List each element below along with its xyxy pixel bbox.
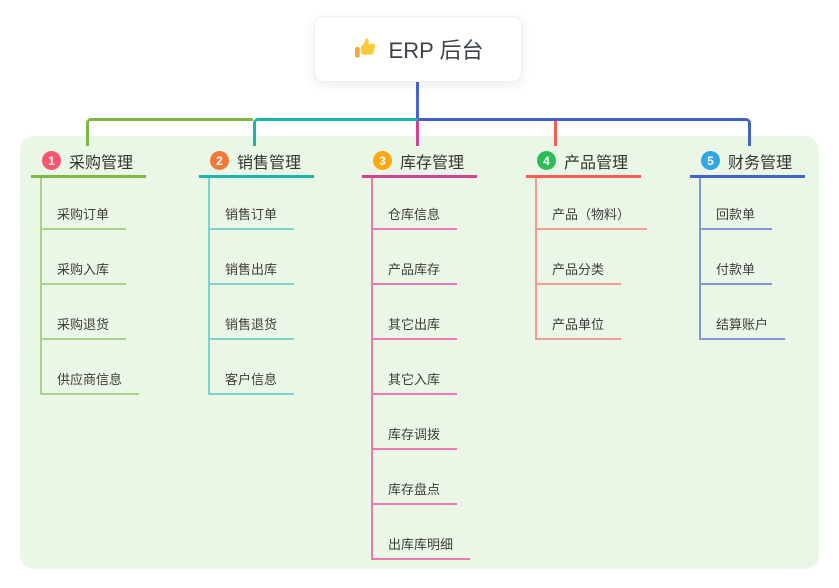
branch-node-product[interactable]: 4 产品管理	[526, 146, 641, 178]
leaf-other-inbound[interactable]: 其它入库	[373, 340, 458, 395]
branch-children: 采购订单 采购入库 采购退货 供应商信息	[40, 178, 191, 395]
branch-title-label: 财务管理	[728, 154, 793, 172]
branch-product: 4 产品管理 产品（物料） 产品分类 产品单位	[526, 146, 686, 340]
leaf-purchase-return[interactable]: 采购退货	[42, 285, 127, 340]
branch-title-label: 销售管理	[237, 154, 302, 172]
leaf-product-material[interactable]: 产品（物料）	[537, 178, 648, 230]
connector-root-stem	[416, 82, 419, 119]
leaf-other-outbound[interactable]: 其它出库	[373, 285, 458, 340]
connector-drop-inventory	[416, 121, 419, 146]
branch-number-badge: 2	[210, 151, 229, 170]
branch-number-badge: 4	[537, 151, 556, 170]
branch-title-label: 产品管理	[564, 154, 629, 172]
branch-node-sales[interactable]: 2 销售管理	[199, 146, 314, 178]
branch-number-badge: 1	[42, 151, 61, 170]
branch-node-inventory[interactable]: 3 库存管理	[362, 146, 477, 178]
branch-number-badge: 3	[373, 151, 392, 170]
branch-children: 回款单 付款单 结算账户	[699, 178, 839, 340]
leaf-stock-transfer[interactable]: 库存调拨	[373, 395, 458, 450]
leaf-sales-outbound[interactable]: 销售出库	[210, 230, 295, 285]
branch-inventory: 3 库存管理 仓库信息 产品库存 其它出库 其它入库 库存调拨 库存盘点 出库库…	[362, 146, 522, 560]
connector-rail-sales	[253, 118, 418, 146]
leaf-customer-info[interactable]: 客户信息	[210, 340, 295, 395]
branch-title-label: 库存管理	[400, 154, 465, 172]
root-title: ERP 后台	[388, 38, 484, 63]
branch-children: 销售订单 销售出库 销售退货 客户信息	[208, 178, 359, 395]
leaf-supplier-info[interactable]: 供应商信息	[42, 340, 140, 395]
branch-number-badge: 5	[701, 151, 720, 170]
leaf-product-category[interactable]: 产品分类	[537, 230, 622, 285]
leaf-purchase-inbound[interactable]: 采购入库	[42, 230, 127, 285]
branch-node-finance[interactable]: 5 财务管理	[690, 146, 805, 178]
connector-rail-procurement	[86, 118, 253, 146]
leaf-settlement-account[interactable]: 结算账户	[701, 285, 786, 340]
branch-sales: 2 销售管理 销售订单 销售出库 销售退货 客户信息	[199, 146, 359, 395]
leaf-outbound-detail[interactable]: 出库库明细	[373, 505, 471, 560]
mindmap-canvas	[20, 136, 819, 569]
leaf-sales-return[interactable]: 销售退货	[210, 285, 295, 340]
leaf-warehouse-info[interactable]: 仓库信息	[373, 178, 458, 230]
root-node-erp-backend[interactable]: ERP 后台	[314, 16, 522, 82]
branch-procurement: 1 采购管理 采购订单 采购入库 采购退货 供应商信息	[31, 146, 191, 395]
leaf-product-unit[interactable]: 产品单位	[537, 285, 622, 340]
branch-node-procurement[interactable]: 1 采购管理	[31, 146, 146, 178]
leaf-stock-check[interactable]: 库存盘点	[373, 450, 458, 505]
branch-children: 产品（物料） 产品分类 产品单位	[535, 178, 686, 340]
branch-title-label: 采购管理	[69, 154, 134, 172]
connector-rail-finance	[418, 118, 751, 146]
leaf-payment-order[interactable]: 付款单	[701, 230, 773, 285]
leaf-receipt-order[interactable]: 回款单	[701, 178, 773, 230]
leaf-sales-order[interactable]: 销售订单	[210, 178, 295, 230]
connector-drop-product	[554, 121, 557, 146]
branch-children: 仓库信息 产品库存 其它出库 其它入库 库存调拨 库存盘点 出库库明细	[371, 178, 522, 560]
branch-finance: 5 财务管理 回款单 付款单 结算账户	[690, 146, 839, 340]
thumbs-up-icon	[354, 37, 375, 57]
leaf-product-stock[interactable]: 产品库存	[373, 230, 458, 285]
leaf-purchase-order[interactable]: 采购订单	[42, 178, 127, 230]
